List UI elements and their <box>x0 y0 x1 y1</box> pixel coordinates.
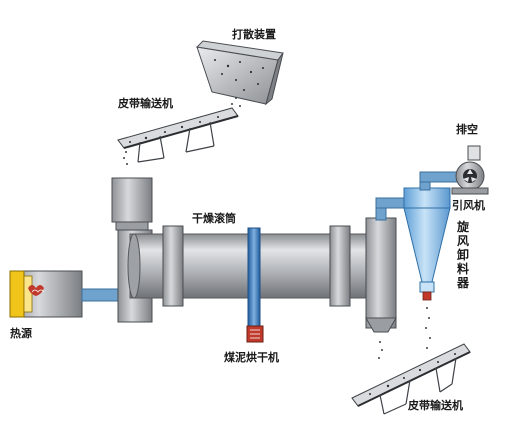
falling-material-bottom <box>378 307 431 359</box>
label-fan: 引风机 <box>452 199 485 212</box>
discharge-box <box>365 217 397 333</box>
label-crusher: 打散装置 <box>232 28 276 41</box>
heat-source-furnace <box>9 270 83 318</box>
label-belt-top: 皮带输送机 <box>118 97 173 110</box>
belt-conveyor-bottom <box>351 343 471 415</box>
label-cyclone: 旋风卸料器 <box>456 220 469 290</box>
label-exhaust: 排空 <box>456 123 478 136</box>
cyclone-separator <box>403 187 451 301</box>
hot-air-duct <box>81 288 119 302</box>
induced-draft-fan <box>451 145 489 195</box>
belt-conveyor-top <box>117 107 239 165</box>
label-heat-source: 热源 <box>10 327 32 340</box>
label-belt-bottom: 皮带输送机 <box>408 399 463 412</box>
label-drum: 干燥滚筒 <box>192 212 236 225</box>
drive-shaft <box>246 227 264 343</box>
crusher-hopper <box>195 40 284 106</box>
label-machine: 煤泥烘干机 <box>224 351 279 364</box>
